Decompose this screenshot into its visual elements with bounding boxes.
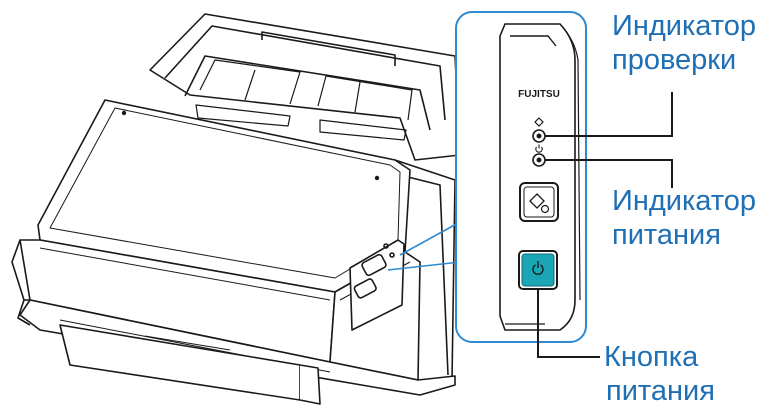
leader-power-indicator (545, 159, 673, 188)
check-indicator-label: Индикатор проверки (612, 9, 756, 77)
paper-chute (149, 13, 461, 161)
power-indicator-label-line1: Индикатор (612, 185, 757, 217)
power-button-label: Кнопка питания (604, 340, 715, 408)
power-indicator-label-line2: питания (612, 219, 721, 251)
brand-logo: FUJITSU (518, 89, 560, 100)
check-indicator-label-line2: проверки (612, 44, 737, 76)
check-indicator (532, 117, 546, 143)
power-indicator-label: Индикатор питания (612, 184, 756, 252)
scan-stop-button[interactable] (519, 182, 559, 222)
leader-power-button (537, 289, 600, 358)
check-indicator-label-line1: Индикатор (612, 10, 757, 42)
leader-check-indicator (545, 92, 673, 137)
diamond-icon (534, 117, 544, 127)
power-icon (532, 261, 544, 275)
panel-zoom-view: FUJITSU (455, 11, 587, 343)
power-icon (535, 144, 543, 153)
power-button[interactable] (518, 250, 558, 290)
scan-stop-icon (529, 193, 545, 209)
output-tray (19, 299, 456, 396)
zoom-connector (387, 221, 461, 271)
power-button-label-line1: Кнопка (604, 341, 699, 373)
power-button-label-line2: питания (606, 375, 715, 407)
scanner-illustration (11, 13, 461, 405)
leader-lines (537, 92, 673, 358)
